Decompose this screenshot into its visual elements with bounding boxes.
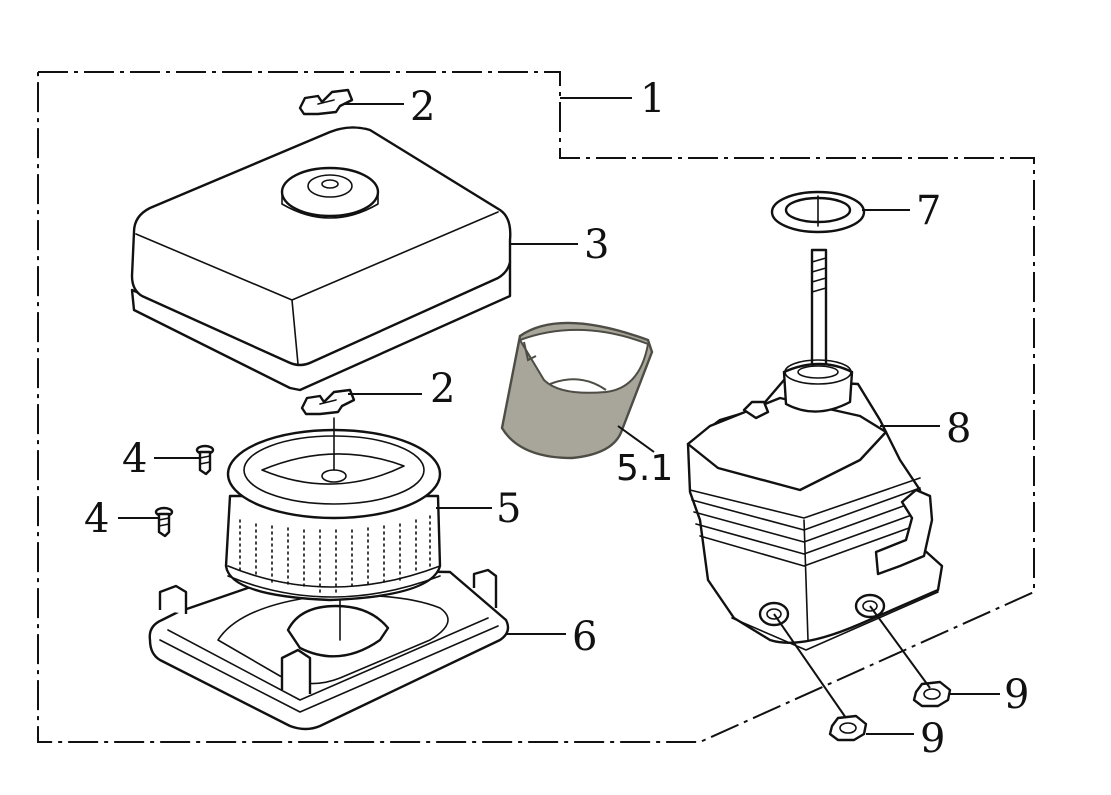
center-line-9-right: [869, 605, 931, 689]
part-8-air-cleaner-case: [686, 248, 944, 651]
center-line-9-lower: [773, 613, 847, 719]
part-2-clip-top: [298, 88, 354, 116]
callout-2-top: 2: [410, 84, 435, 130]
part-5-filter-element: [224, 417, 442, 602]
callout-6: 6: [572, 614, 597, 660]
part-5-1-foam-prefilter: [500, 321, 654, 460]
part-7-seal-ring: [770, 190, 866, 234]
part-3-air-cleaner-cover: [130, 126, 512, 392]
callout-4-upper: 4: [122, 436, 147, 482]
callout-5: 5: [496, 486, 521, 532]
callout-2-lower: 2: [430, 366, 455, 412]
part-6-air-cleaner-base: [148, 568, 510, 731]
leader-5-1: [617, 425, 655, 453]
callout-5-1: 5.1: [616, 448, 673, 489]
callout-8: 8: [946, 406, 971, 452]
part-2-clip-lower: [300, 388, 356, 416]
callout-4-lower: 4: [84, 496, 109, 542]
part-9-nut-lower: [828, 714, 868, 742]
assembly-boundary: [37, 71, 1035, 743]
callout-7: 7: [916, 188, 941, 234]
part-9-nut-right: [912, 680, 952, 708]
callout-9-right: 9: [1004, 672, 1029, 718]
part-4-screw-lower: [154, 506, 174, 538]
part-4-screw-upper: [195, 444, 215, 476]
callout-3: 3: [584, 222, 609, 268]
callout-1: 1: [640, 76, 665, 122]
callout-9-lower: 9: [920, 716, 945, 762]
